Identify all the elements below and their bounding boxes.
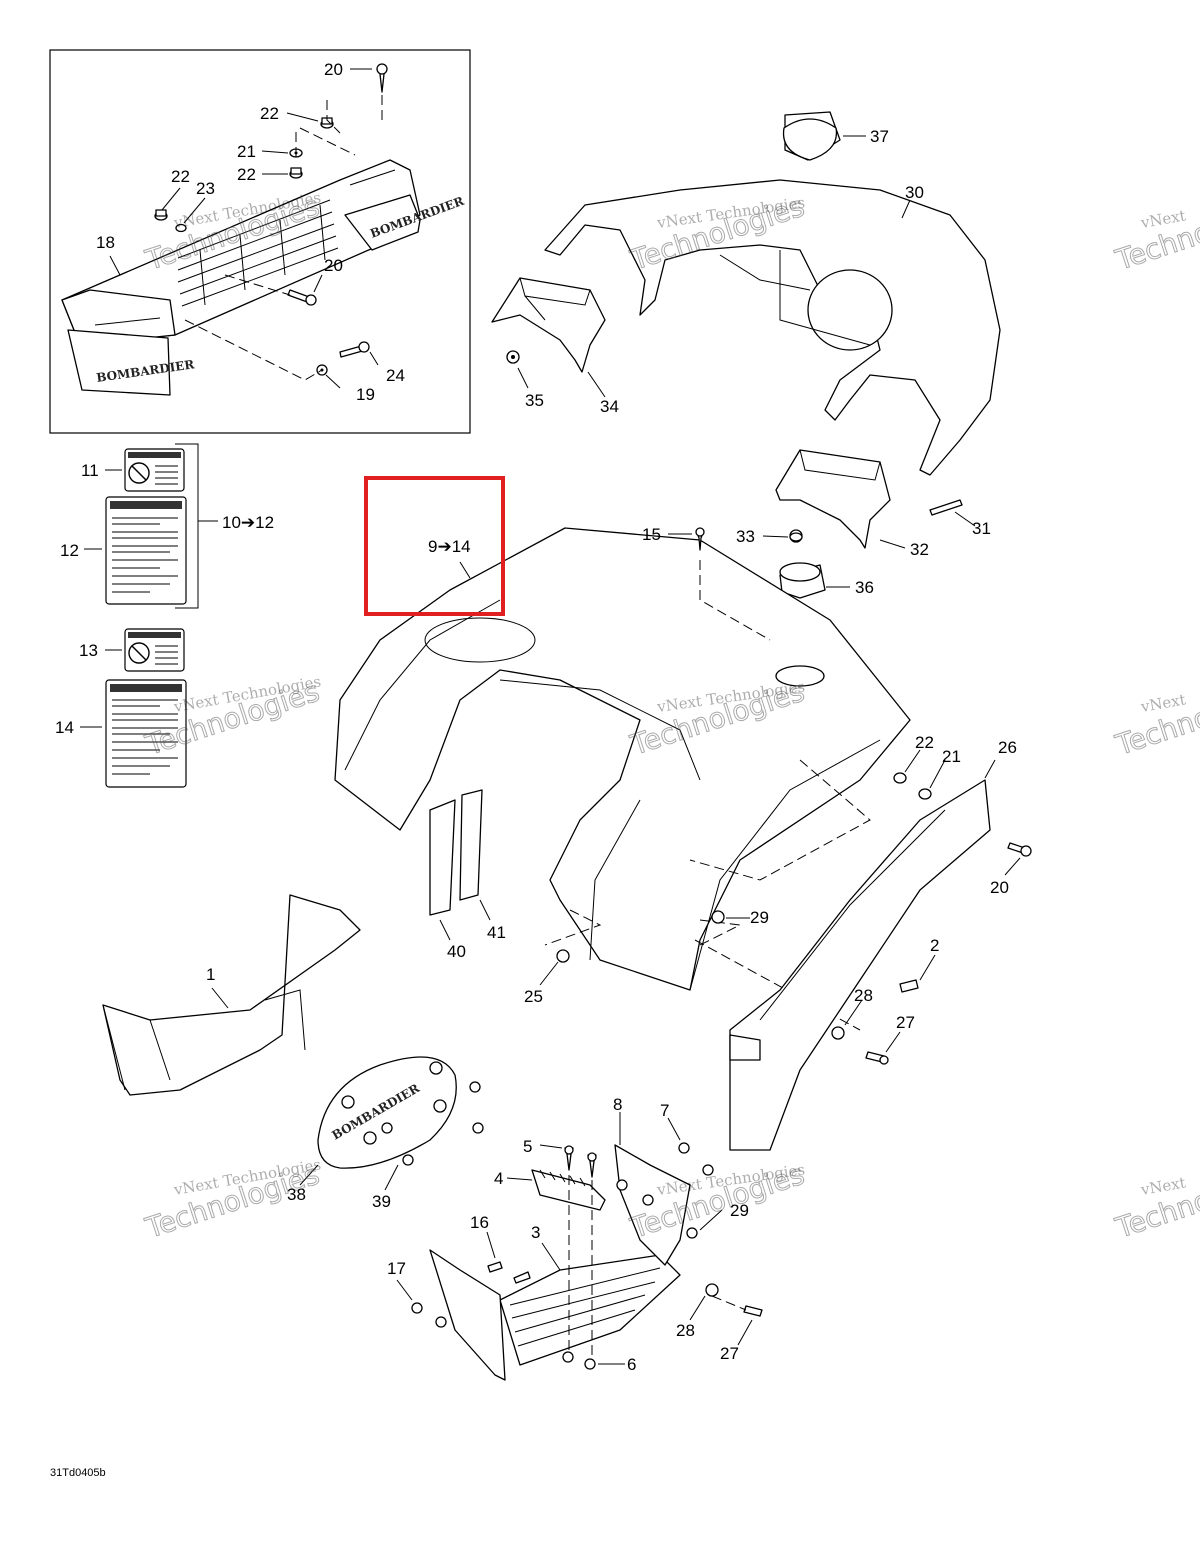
inset-dash-lines (184, 95, 383, 381)
svg-text:Technologies: Technologies (1111, 1158, 1200, 1245)
callout-1: 1 (206, 965, 215, 984)
callout-9-14: 9➔14 (428, 537, 471, 556)
callout-39: 39 (372, 1192, 391, 1211)
callout-10-12: 10➔12 (222, 513, 274, 532)
callout-38: 38 (287, 1185, 306, 1204)
footrest-3 (499, 1254, 681, 1366)
decal-13 (124, 628, 185, 672)
callout-28: 28 (854, 986, 873, 1005)
callout-16: 16 (470, 1213, 489, 1232)
callout-14: 14 (55, 718, 74, 737)
fender-hardware (556, 527, 1032, 1065)
decal-12 (105, 496, 187, 605)
bracket-34 (491, 277, 606, 373)
callout-22: 22 (260, 104, 279, 123)
bracket-32 (775, 449, 963, 599)
callout-30: 30 (905, 183, 924, 202)
callout-3: 3 (531, 1223, 540, 1242)
footrest-assembly (411, 1142, 763, 1381)
callout-24: 24 (386, 366, 405, 385)
callout-20: 20 (324, 256, 343, 275)
callout-6: 6 (627, 1355, 636, 1374)
callout-4: 4 (494, 1169, 503, 1188)
inset-grille-assembly: BOMBARDIER BOMBARDIER (49, 49, 471, 434)
side-panel-1 (102, 894, 361, 1096)
mud-flap-left (67, 329, 171, 396)
callout-31: 31 (972, 519, 991, 538)
callout-25: 25 (524, 987, 543, 1006)
bracket-8 (614, 1144, 691, 1266)
watermarks: vNext Technologies Technologies vNext Te… (141, 188, 1200, 1245)
fender-panel-26 (729, 779, 991, 1151)
mud-flap-right (344, 194, 421, 251)
callout-34: 34 (600, 397, 619, 416)
callout-8: 8 (613, 1095, 622, 1114)
callout-28: 28 (676, 1321, 695, 1340)
callout-labels: 20 22 21 22 22 23 18 20 24 19 11 10➔12 1… (55, 60, 1017, 1374)
callout-20: 20 (324, 60, 343, 79)
highlight-box (364, 476, 505, 616)
strip-40 (429, 799, 456, 916)
callout-26: 26 (998, 738, 1017, 757)
callout-22: 22 (237, 165, 256, 184)
decal-11 (124, 448, 185, 492)
fender-upper-30 (544, 111, 1001, 476)
callout-33: 33 (736, 527, 755, 546)
callout-32: 32 (910, 540, 929, 559)
callout-29: 29 (730, 1201, 749, 1220)
callout-17: 17 (387, 1259, 406, 1278)
callout-2: 2 (930, 936, 939, 955)
callout-27: 27 (896, 1013, 915, 1032)
emblem-38: BOMBARDIER (317, 1056, 484, 1169)
callout-22: 22 (915, 733, 934, 752)
inset-leaders (109, 68, 379, 389)
grille-slats (94, 169, 396, 326)
callout-18: 18 (96, 233, 115, 252)
callout-37: 37 (870, 127, 889, 146)
callout-13: 13 (79, 641, 98, 660)
decal-set (80, 443, 218, 788)
callout-20: 20 (990, 878, 1009, 897)
inset-frame (49, 49, 471, 434)
callout-21: 21 (942, 747, 961, 766)
callout-29: 29 (750, 908, 769, 927)
callout-5: 5 (523, 1137, 532, 1156)
svg-text:Technologies: Technologies (1111, 190, 1200, 277)
callout-12: 12 (60, 541, 79, 560)
callout-19: 19 (356, 385, 375, 404)
svg-text:Technologies: Technologies (1111, 675, 1200, 762)
callout-11: 11 (81, 461, 99, 480)
callout-21: 21 (237, 142, 256, 161)
callout-35: 35 (525, 391, 544, 410)
callout-22: 22 (171, 167, 190, 186)
callout-23: 23 (196, 179, 215, 198)
leader-lines (211, 135, 1021, 1365)
callout-41: 41 (487, 923, 506, 942)
callout-36: 36 (855, 578, 874, 597)
strip-41 (459, 789, 483, 901)
drawing-code: 31Td0405b (50, 1467, 106, 1479)
callout-7: 7 (660, 1101, 669, 1120)
clip-31 (929, 499, 963, 516)
callout-40: 40 (447, 942, 466, 961)
callout-15: 15 (642, 525, 661, 544)
callout-27: 27 (720, 1344, 739, 1363)
